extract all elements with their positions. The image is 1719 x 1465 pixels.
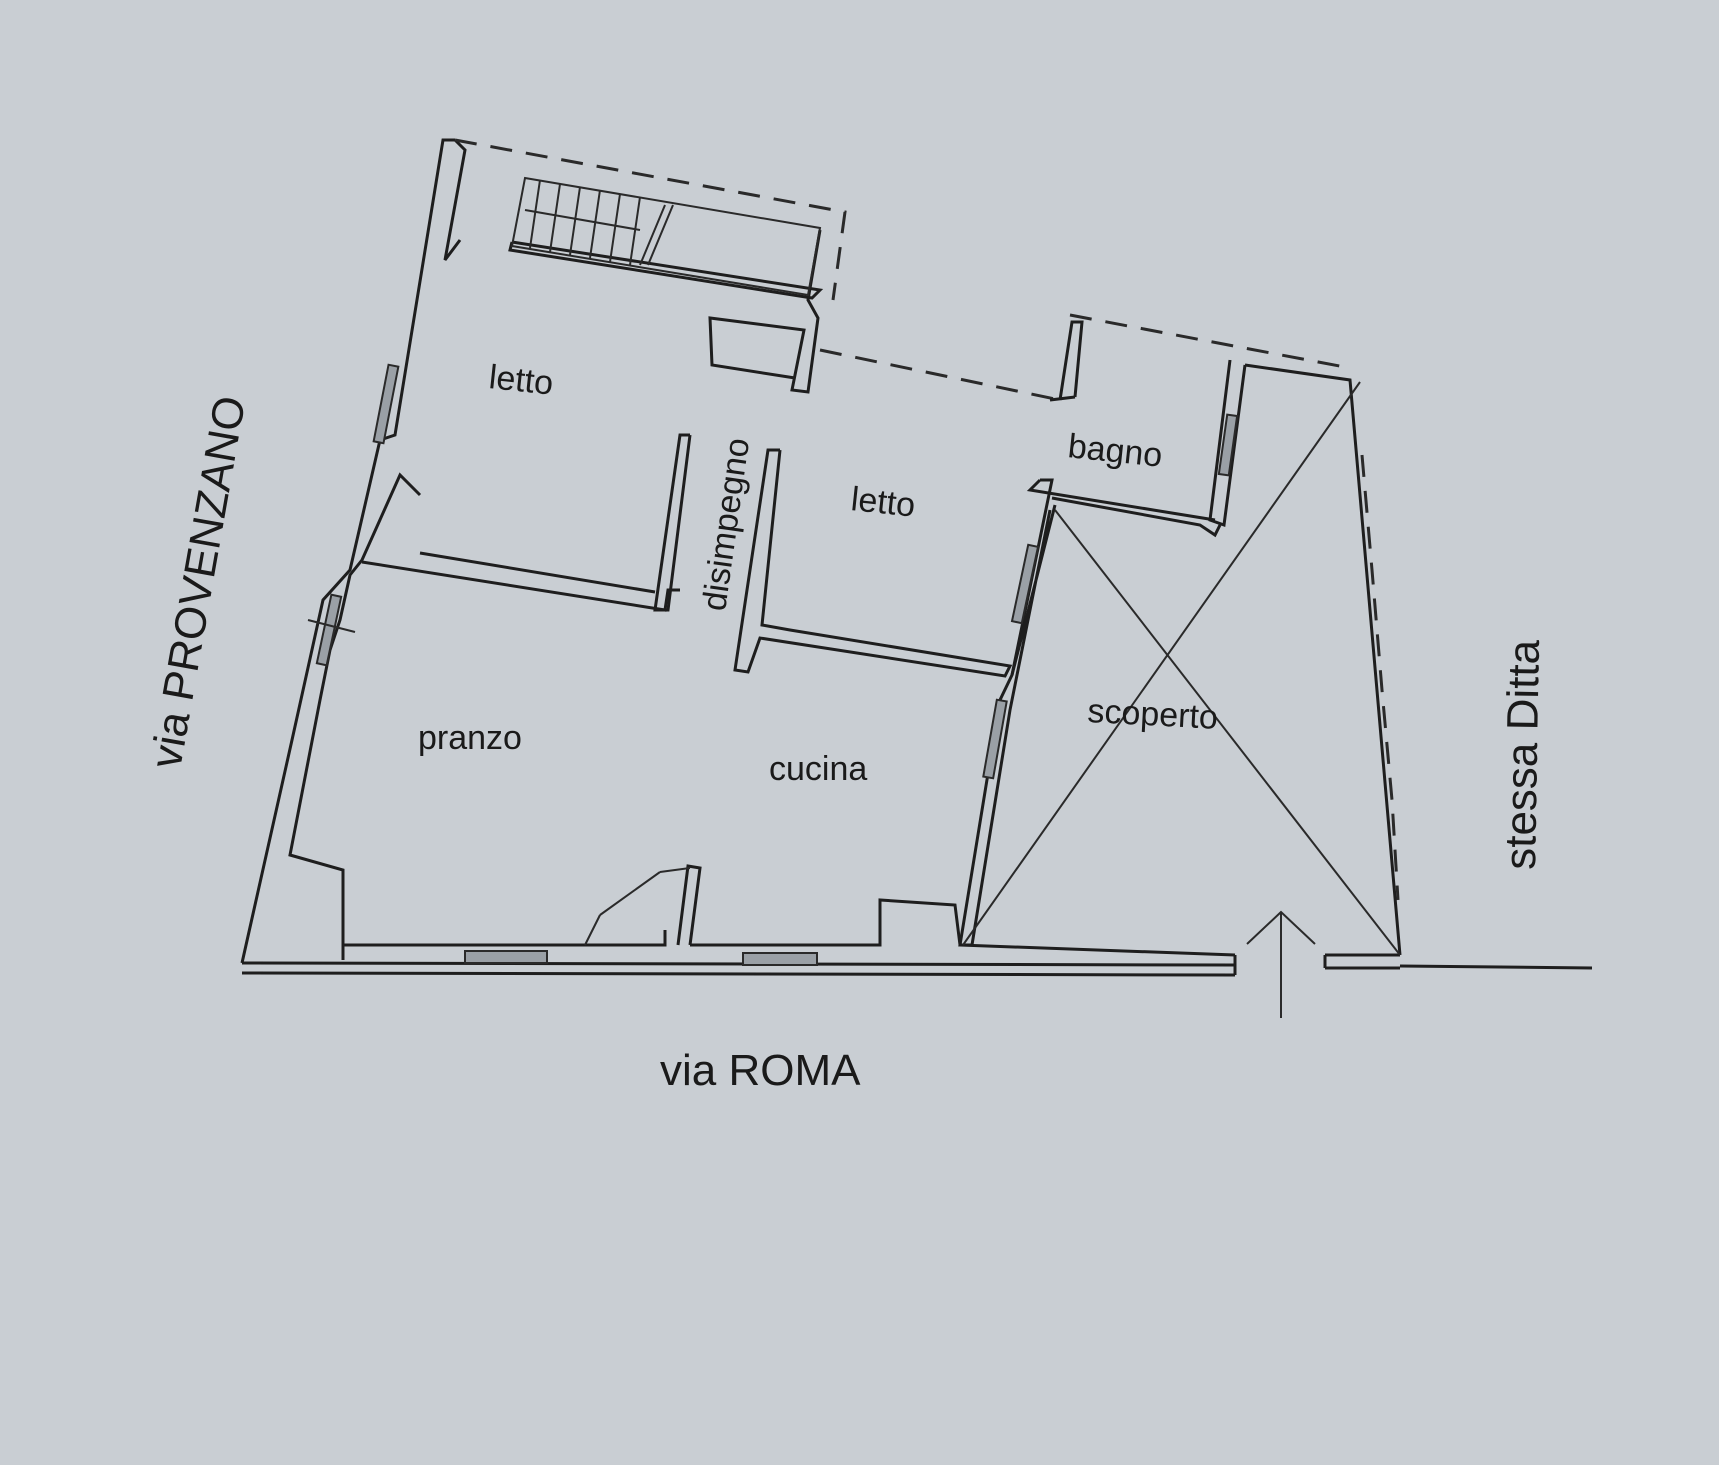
street-label-via-roma: via ROMA: [660, 1046, 861, 1095]
upper-walls: [443, 138, 1351, 402]
arrow-up-icon: [1246, 910, 1316, 1018]
window-bagno-east: [1217, 413, 1239, 477]
window-letto-east: [1010, 543, 1040, 625]
room-label-pranzo: pranzo: [418, 719, 522, 757]
window-cucina-south: [742, 952, 818, 966]
room-label-letto-1: letto: [487, 358, 555, 403]
room-label-letto-2: letto: [849, 480, 917, 525]
windows: [307, 363, 1239, 966]
street-line: [241, 953, 1593, 977]
interior-walls: [343, 320, 1247, 957]
west-wall: [240, 138, 455, 964]
window-pranzo-west: [315, 593, 343, 667]
window-pranzo-south: [464, 950, 548, 964]
window-cucina-east: [982, 698, 1008, 780]
street-label-stessa-ditta: stessa Ditta: [1496, 639, 1549, 870]
staircase-icon: [510, 176, 822, 297]
room-label-scoperto: scoperto: [1087, 692, 1219, 737]
courtyard-outline: [962, 363, 1402, 956]
room-label-cucina: cucina: [769, 750, 867, 788]
window-letto-west: [372, 363, 400, 445]
